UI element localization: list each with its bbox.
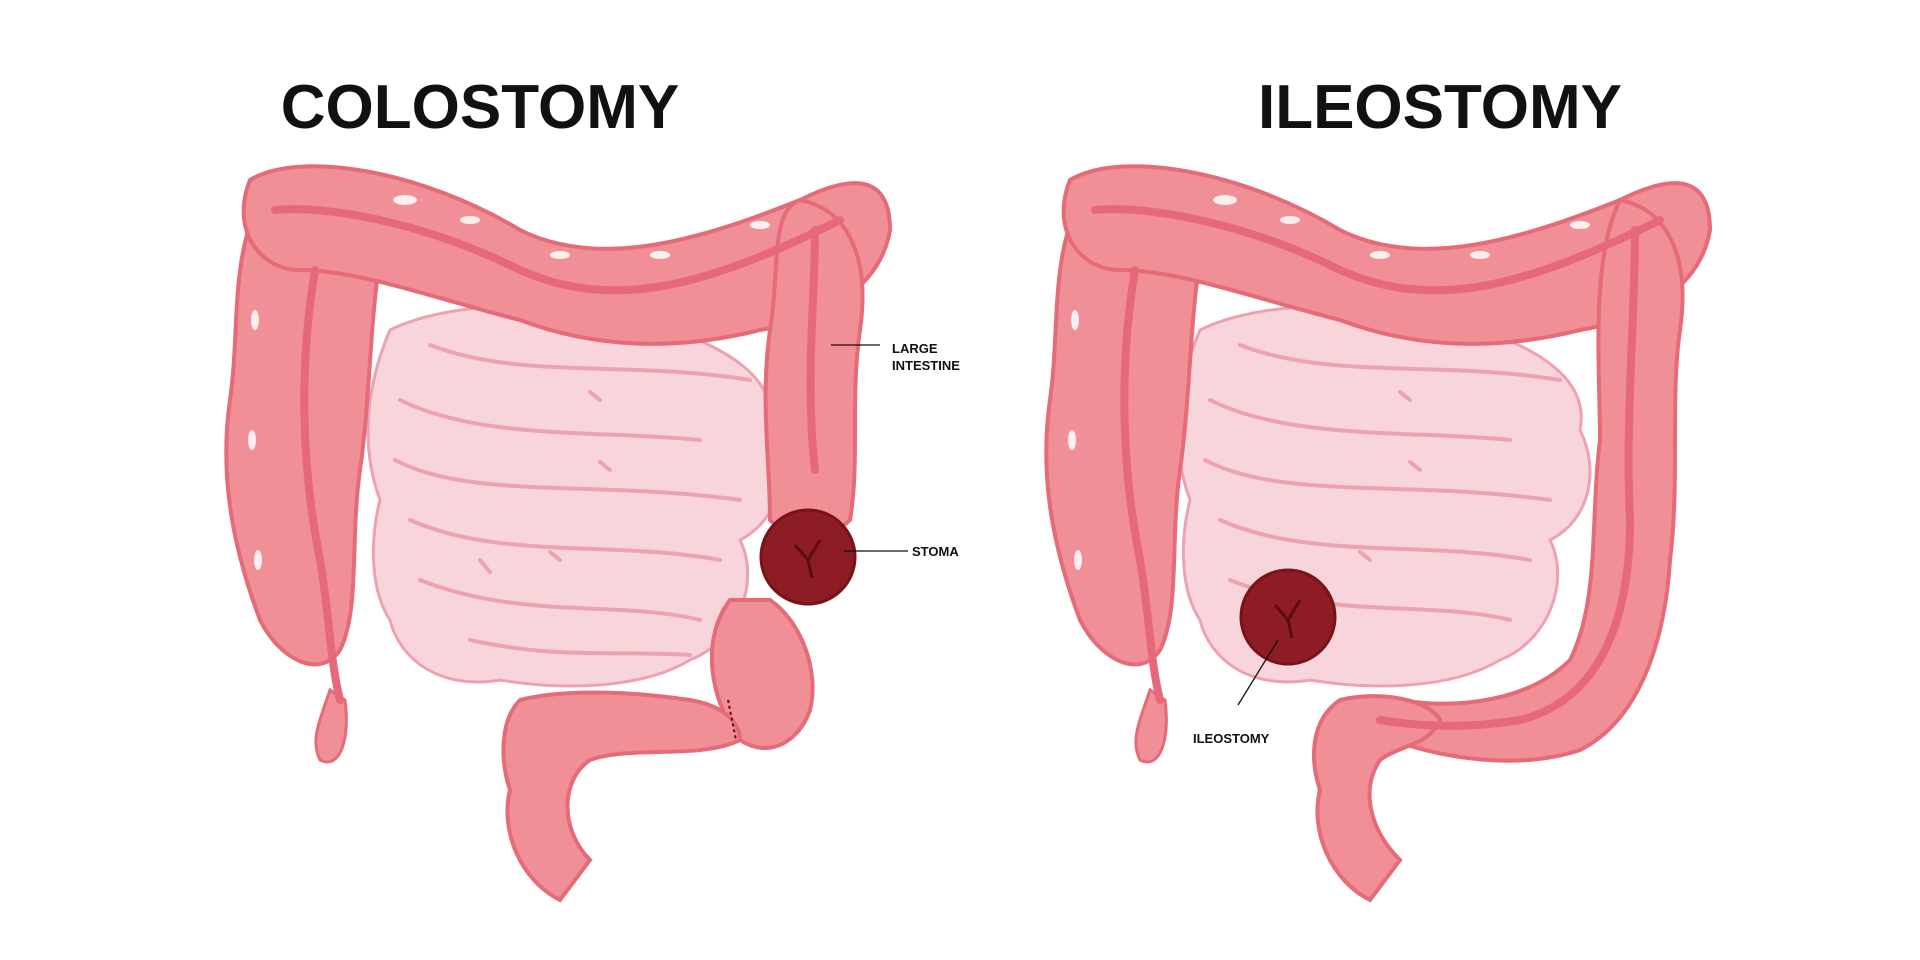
colostomy-panel: COLOSTOMY — [0, 0, 960, 960]
stoma — [761, 510, 855, 604]
ileostomy-panel: ILEOSTOMY — [960, 0, 1920, 960]
ileostomy-illustration — [960, 0, 1920, 960]
stoma-label: STOMA — [912, 543, 959, 560]
colostomy-illustration — [0, 0, 960, 960]
ileostomy-label: ILEOSTOMY — [1193, 730, 1269, 747]
stoma — [1241, 570, 1335, 664]
small-intestine — [1178, 306, 1590, 686]
large-intestine-label: LARGE INTESTINE — [892, 340, 960, 374]
